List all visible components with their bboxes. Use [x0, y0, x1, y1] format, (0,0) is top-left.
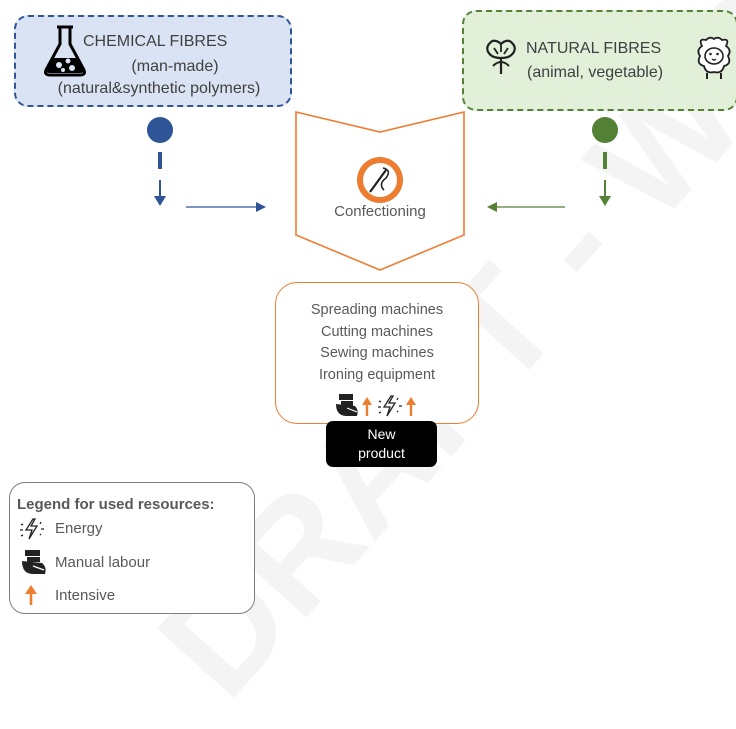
legend-box: [9, 482, 255, 614]
chemical-fibres-subtitle: (man-made): [131, 58, 219, 75]
natural-fibres-box: [462, 10, 736, 111]
legend-title: Legend for used resources:: [17, 496, 215, 513]
chemical-fibres-polymers: (natural&synthetic polymers): [57, 80, 261, 97]
legend-manual-labour-label: Manual labour: [55, 554, 151, 571]
chemical-down-arrow: [154, 196, 166, 206]
natural-left-arrow: [487, 202, 497, 212]
chemical-right-arrow: [256, 202, 266, 212]
machine-item: Sewing machines: [320, 345, 434, 361]
natural-fibres-subtitle: (animal, vegetable): [527, 64, 664, 81]
manual-labour-icon: [336, 394, 358, 416]
energy-icon: [20, 518, 44, 540]
intensive-arrow-icon: [25, 585, 37, 605]
flow-connectors: [147, 110, 618, 271]
machine-item: Spreading machines: [310, 302, 444, 318]
cotton-plant-icon: [486, 39, 516, 74]
chemical-fibres-title: CHEMICAL FIBRES: [83, 33, 228, 50]
legend-intensive-label: Intensive: [55, 587, 116, 604]
sheep-icon: [697, 36, 731, 79]
flask-icon: [44, 25, 86, 77]
resource-icons-row: [336, 394, 416, 417]
machine-item: Ironing equipment: [318, 366, 436, 383]
machines-box: [275, 282, 479, 424]
energy-icon: [378, 395, 402, 417]
natural-down-arrow: [599, 196, 611, 206]
confectioning-label: Confectioning: [334, 203, 426, 220]
new-product-line1: New: [367, 426, 396, 442]
manual-labour-icon: [22, 550, 46, 574]
intensive-arrow-icon: [362, 397, 372, 416]
intensive-arrow-icon: [406, 397, 416, 416]
new-product-box: New product: [326, 421, 437, 467]
natural-fibres-title: NATURAL FIBRES: [526, 40, 662, 57]
chemical-node-dot: [147, 117, 173, 143]
machine-item: Cutting machines: [320, 323, 434, 340]
natural-node-dot: [592, 117, 618, 143]
legend-energy-label: Energy: [55, 520, 103, 537]
new-product-line2: product: [358, 445, 405, 461]
machines-list: Spreading machines Cutting machines Sewi…: [275, 300, 479, 386]
